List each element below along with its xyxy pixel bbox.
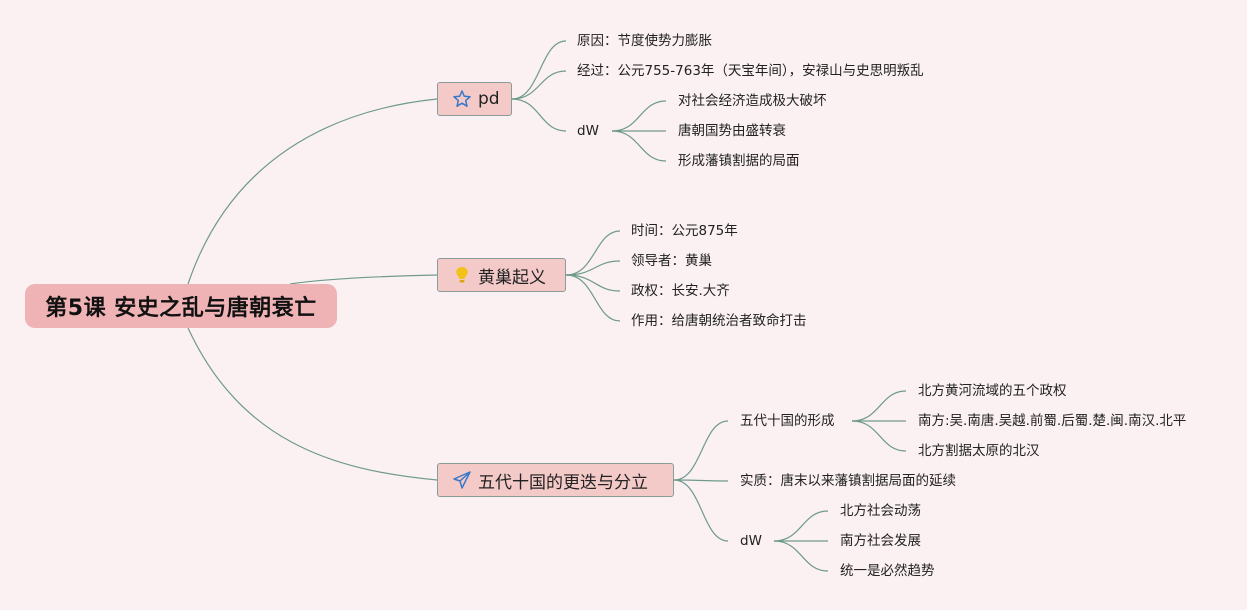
- leaf-essence[interactable]: 实质：唐末以来藩镇割据局面的延续: [740, 473, 956, 489]
- leaf-dw-1[interactable]: dW: [577, 123, 599, 139]
- leaf-time[interactable]: 时间：公元875年: [631, 223, 738, 239]
- topic-five-dynasties[interactable]: 五代十国的更迭与分立: [437, 463, 674, 497]
- leaf-impact-2[interactable]: 唐朝国势由盛转衰: [678, 123, 786, 139]
- leaf-north-turmoil[interactable]: 北方社会动荡: [840, 503, 921, 519]
- leaf-impact-3[interactable]: 形成藩镇割据的局面: [678, 153, 800, 169]
- leaf-north-han[interactable]: 北方割据太原的北汉: [918, 443, 1040, 459]
- leaf-formation[interactable]: 五代十国的形成: [740, 413, 835, 429]
- topic-label: 五代十国的更迭与分立: [478, 472, 648, 493]
- leaf-north-five[interactable]: 北方黄河流域的五个政权: [918, 383, 1067, 399]
- topic-label: pd: [478, 89, 500, 109]
- lightbulb-icon: [452, 265, 472, 285]
- leaf-unification-trend[interactable]: 统一是必然趋势: [840, 563, 935, 579]
- leaf-regime[interactable]: 政权：长安.大齐: [631, 283, 730, 299]
- star-icon: [452, 89, 472, 109]
- leaf-leader[interactable]: 领导者：黄巢: [631, 253, 712, 269]
- root-topic[interactable]: 第5课 安史之乱与唐朝衰亡: [25, 284, 337, 328]
- leaf-impact-1[interactable]: 对社会经济造成极大破坏: [678, 93, 827, 109]
- leaf-cause[interactable]: 原因：节度使势力膨胀: [577, 33, 712, 49]
- paper-plane-icon: [452, 470, 472, 490]
- topic-pd[interactable]: pd: [437, 82, 512, 116]
- leaf-dw-2[interactable]: dW: [740, 533, 762, 549]
- topic-huangchao-uprising[interactable]: 黄巢起义: [437, 258, 566, 292]
- leaf-process[interactable]: 经过：公元755-763年（天宝年间），安禄山与史思明叛乱: [577, 63, 924, 79]
- topic-label: 黄巢起义: [478, 267, 546, 288]
- leaf-south-states[interactable]: 南方:吴.南唐.吴越.前蜀.后蜀.楚.闽.南汉.北平: [918, 413, 1187, 429]
- leaf-south-development[interactable]: 南方社会发展: [840, 533, 921, 549]
- leaf-effect[interactable]: 作用：给唐朝统治者致命打击: [631, 313, 807, 329]
